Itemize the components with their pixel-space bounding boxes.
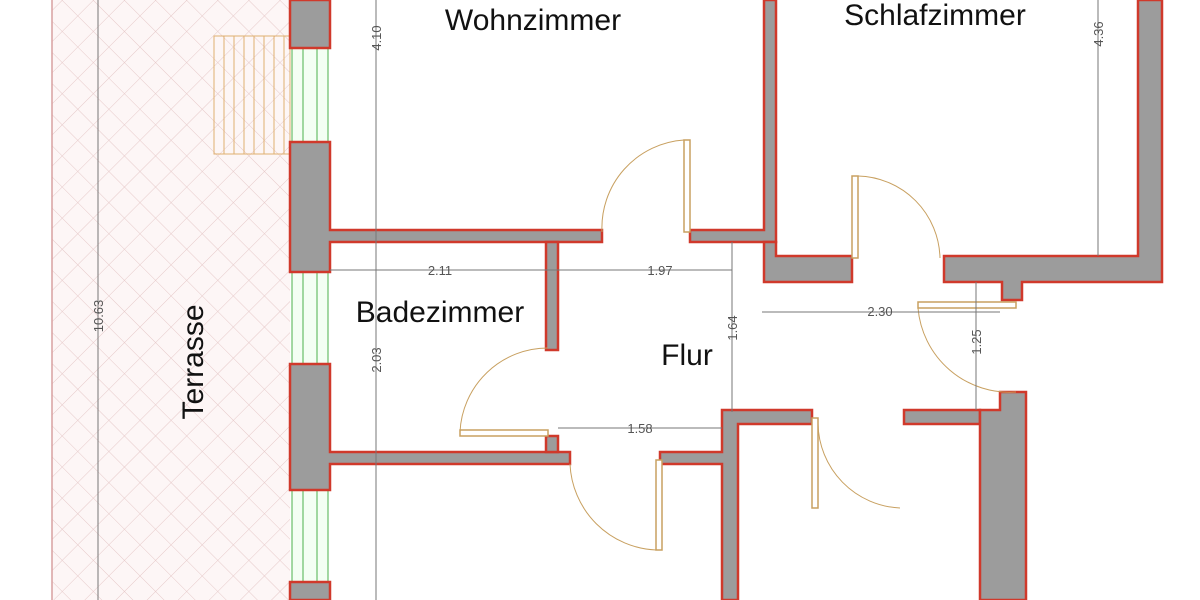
terrace-stairs — [213, 35, 291, 155]
wall-schlaf-south-2 — [942, 0, 1164, 302]
dim-terrasse-length: 10.63 — [91, 300, 106, 333]
door-badezimmer[interactable] — [459, 347, 549, 437]
wall-west-2 — [288, 140, 604, 274]
wall-west-1 — [288, 0, 332, 50]
door-bottom-mid[interactable] — [811, 417, 901, 509]
walls — [288, 0, 1164, 600]
windows — [291, 47, 329, 583]
room-labels: Wohnzimmer Schlafzimmer Badezimmer Flur … — [177, 0, 1026, 420]
dim-bad-width: 2.11 — [428, 263, 452, 278]
wall-schlaf-south-1 — [762, 240, 854, 284]
window-badezimmer — [291, 271, 329, 365]
wall-bottom-left — [658, 408, 814, 600]
window-bottom-room — [291, 489, 329, 583]
wall-bad-door-jamb — [544, 434, 560, 454]
terrace — [51, 0, 290, 600]
wall-west-3 — [288, 362, 572, 492]
window-wohnzimmer — [291, 47, 329, 143]
door-bottom-left[interactable] — [569, 459, 663, 551]
wall-bottom-mid — [902, 408, 982, 426]
room-label-wohnzimmer: Wohnzimmer — [445, 4, 621, 37]
room-label-badezimmer: Badezimmer — [356, 296, 524, 329]
dim-door-gap: 1.25 — [969, 329, 984, 354]
room-label-terrasse: Terrasse — [177, 304, 210, 419]
door-wohnzimmer[interactable] — [601, 139, 691, 233]
wall-bad-flur — [544, 240, 560, 352]
dim-flur-height: 1.64 — [725, 315, 740, 340]
room-label-schlafzimmer: Schlafzimmer — [844, 0, 1026, 32]
doors — [459, 139, 1017, 551]
dimension-labels: 4.10 4.36 10.63 2.11 1.97 1.64 2.30 2.03… — [91, 21, 1106, 436]
wall-wohn-right — [688, 0, 778, 244]
dim-flur-width-top: 1.97 — [647, 263, 672, 278]
dim-bad-height: 2.03 — [369, 347, 384, 372]
wall-west-4 — [288, 580, 332, 600]
dim-schlafzimmer-height: 4.36 — [1091, 21, 1106, 46]
dim-flur-width-right: 2.30 — [867, 304, 892, 319]
dimension-lines — [97, 0, 1099, 600]
dim-wohnzimmer-height: 4.10 — [369, 25, 384, 50]
dim-flur-width-bottom: 1.58 — [627, 421, 652, 436]
wall-bottom-right — [978, 390, 1028, 600]
door-right[interactable] — [917, 301, 1017, 393]
door-schlafzimmer[interactable] — [851, 175, 941, 259]
room-label-flur: Flur — [661, 339, 713, 372]
